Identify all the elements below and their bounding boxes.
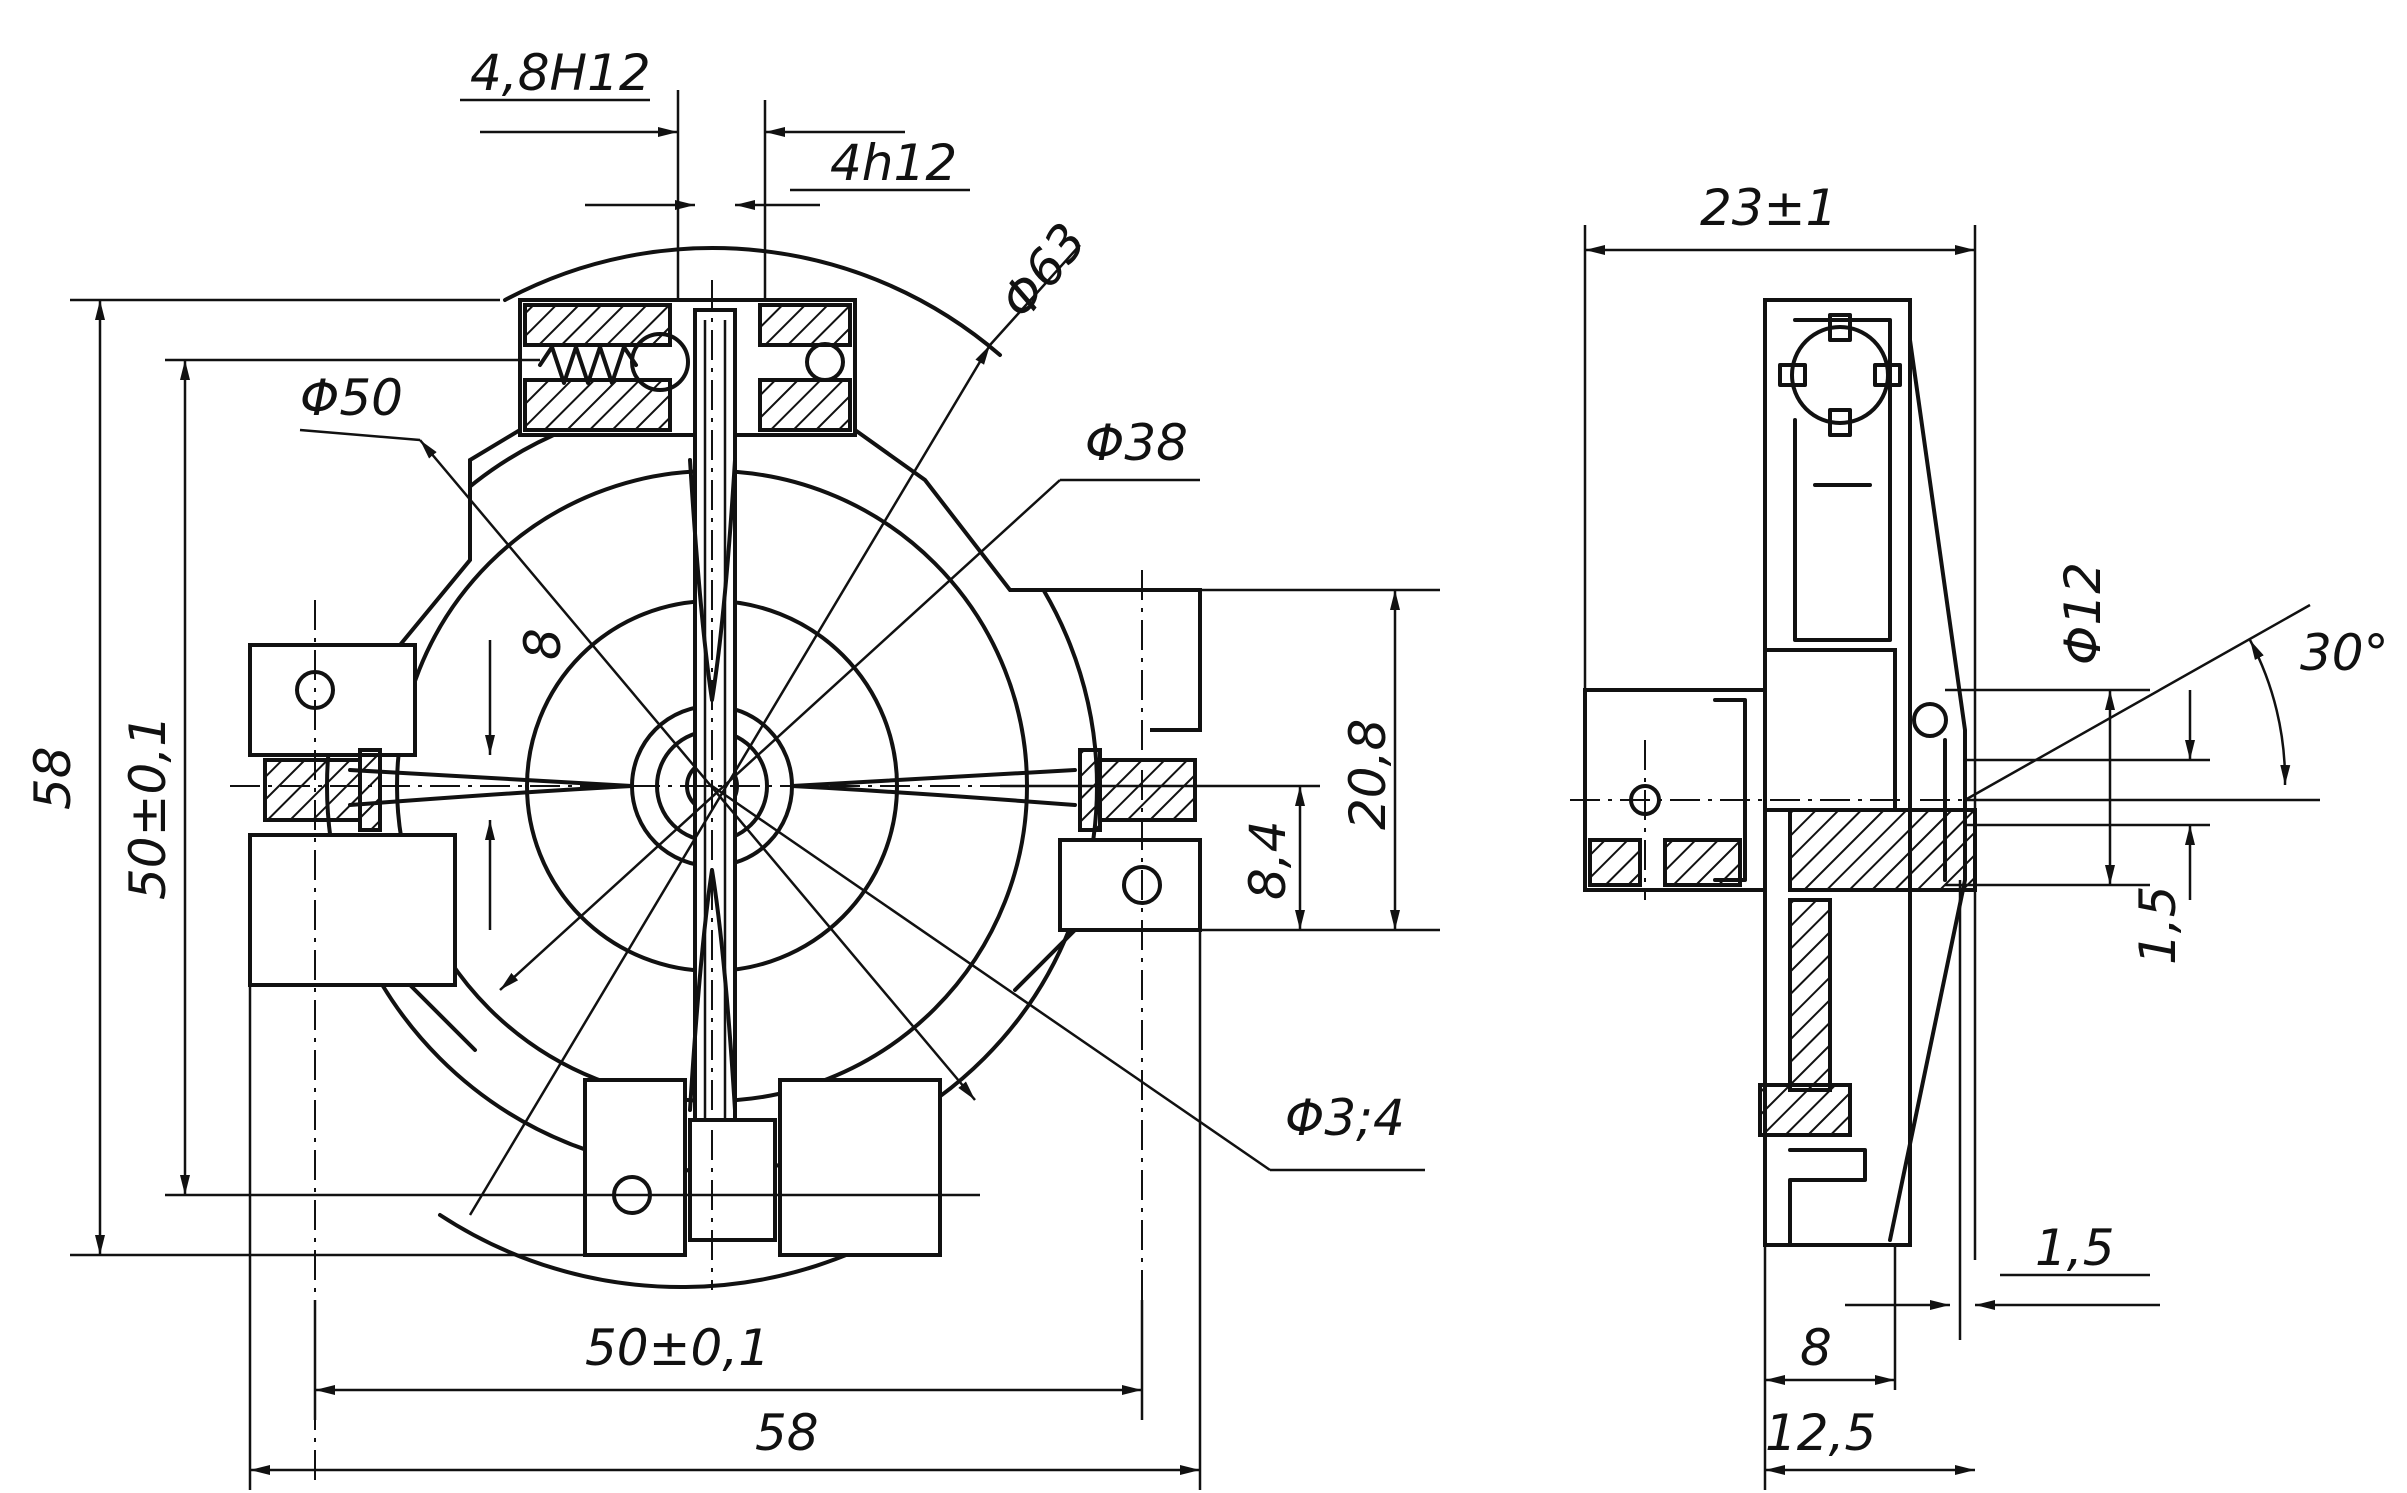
bottom-foot-right bbox=[778, 1078, 942, 1257]
label-height-overall: 58 bbox=[24, 746, 82, 810]
dim-angle-arc bbox=[2248, 639, 2291, 786]
right-pin-2 bbox=[1078, 748, 1102, 832]
side-hub-hatch-right bbox=[1663, 838, 1742, 887]
side-cross-tab-bottom bbox=[1828, 408, 1852, 437]
side-bottom-hatch bbox=[1758, 1083, 1852, 1137]
label-side-dim-8: 8 bbox=[1800, 1319, 1832, 1377]
top-hatch-right bbox=[758, 303, 852, 347]
spring bbox=[538, 345, 638, 385]
blade-right bbox=[790, 768, 1077, 807]
blade-left bbox=[348, 768, 634, 807]
phi38-leader bbox=[499, 479, 1061, 991]
side-lower-hatch bbox=[1788, 898, 1832, 1092]
side-step bbox=[1788, 1148, 1867, 1247]
label-dim-1-5-horizontal: 1,5 bbox=[2035, 1219, 2115, 1277]
dim-angle-line-1 bbox=[1964, 603, 2311, 802]
top-hatch-right-low bbox=[758, 378, 852, 432]
label-width-tolerance: 50±0,1 bbox=[585, 1319, 770, 1377]
side-cross-tab-right bbox=[1873, 363, 1902, 387]
label-shaft-diameter: Φ12 bbox=[2054, 562, 2112, 665]
side-labels: 23±1 Φ12 30° 1,5 1,5 8 12,5 bbox=[1700, 179, 2389, 1462]
right-ear-hole bbox=[1122, 865, 1162, 905]
left-pin-2 bbox=[358, 748, 382, 832]
top-ball bbox=[630, 332, 690, 392]
side-hub-face bbox=[1713, 698, 1747, 882]
right-pin bbox=[1098, 758, 1197, 822]
label-dim-8-4: 8,4 bbox=[1239, 820, 1297, 900]
phi63-extension bbox=[989, 244, 1081, 346]
phi3-leader bbox=[711, 784, 1271, 1172]
side-hub-hatch-left bbox=[1588, 838, 1642, 887]
left-ear-lower bbox=[248, 833, 457, 987]
right-ear-lower bbox=[1058, 838, 1202, 932]
top-ball-right bbox=[805, 342, 845, 382]
side-taper bbox=[1888, 338, 1967, 1242]
label-diameter-38: Φ38 bbox=[1085, 414, 1188, 472]
left-ear-top bbox=[250, 300, 522, 647]
bottom-foot-left bbox=[583, 1078, 687, 1257]
side-view bbox=[1570, 298, 2010, 1247]
label-thickness: 23±1 bbox=[1700, 179, 1837, 237]
bottom-slot bbox=[688, 1118, 777, 1242]
right-ear-edge bbox=[1013, 928, 1202, 992]
side-cross-tab-top bbox=[1828, 313, 1852, 342]
side-bracket bbox=[1793, 318, 1892, 642]
outer-arc bbox=[503, 246, 1002, 357]
label-dim-20-8: 20,8 bbox=[1339, 719, 1397, 830]
side-dims bbox=[1583, 225, 2320, 1490]
label-dim-12-5: 12,5 bbox=[1765, 1404, 1876, 1462]
phi50-extension bbox=[299, 428, 421, 442]
label-hole-diameters: Φ3;4 bbox=[1285, 1089, 1405, 1147]
left-ear-edge bbox=[248, 983, 477, 1052]
left-pin bbox=[263, 758, 362, 822]
side-cross-circle bbox=[1790, 325, 1890, 425]
right-ear-top bbox=[853, 300, 1202, 732]
label-width-overall: 58 bbox=[755, 1404, 819, 1462]
phi50-leader bbox=[419, 439, 976, 1101]
top-hatch-left bbox=[523, 303, 672, 347]
side-cross-tab-left bbox=[1778, 363, 1807, 387]
label-angle: 30° bbox=[2300, 624, 2389, 682]
front-view bbox=[230, 244, 1425, 1480]
side-right-hole bbox=[1912, 702, 1948, 738]
vertical-key bbox=[693, 308, 737, 1232]
label-dim-1-5-vertical: 1,5 bbox=[2129, 885, 2187, 965]
label-height-tolerance: 50±0,1 bbox=[119, 715, 177, 900]
side-shaft-hatch bbox=[1788, 808, 1977, 892]
label-dim-8: 8 bbox=[514, 628, 572, 660]
label-outer-diameter: Φ63 bbox=[989, 213, 1098, 330]
front-dims bbox=[70, 90, 1440, 1490]
side-bearing bbox=[1763, 648, 1897, 812]
label-slot-width: 4,8H12 bbox=[470, 44, 651, 102]
label-key-width: 4h12 bbox=[830, 134, 957, 192]
label-diameter-50: Φ50 bbox=[300, 369, 403, 427]
left-ear-plate bbox=[248, 643, 417, 757]
